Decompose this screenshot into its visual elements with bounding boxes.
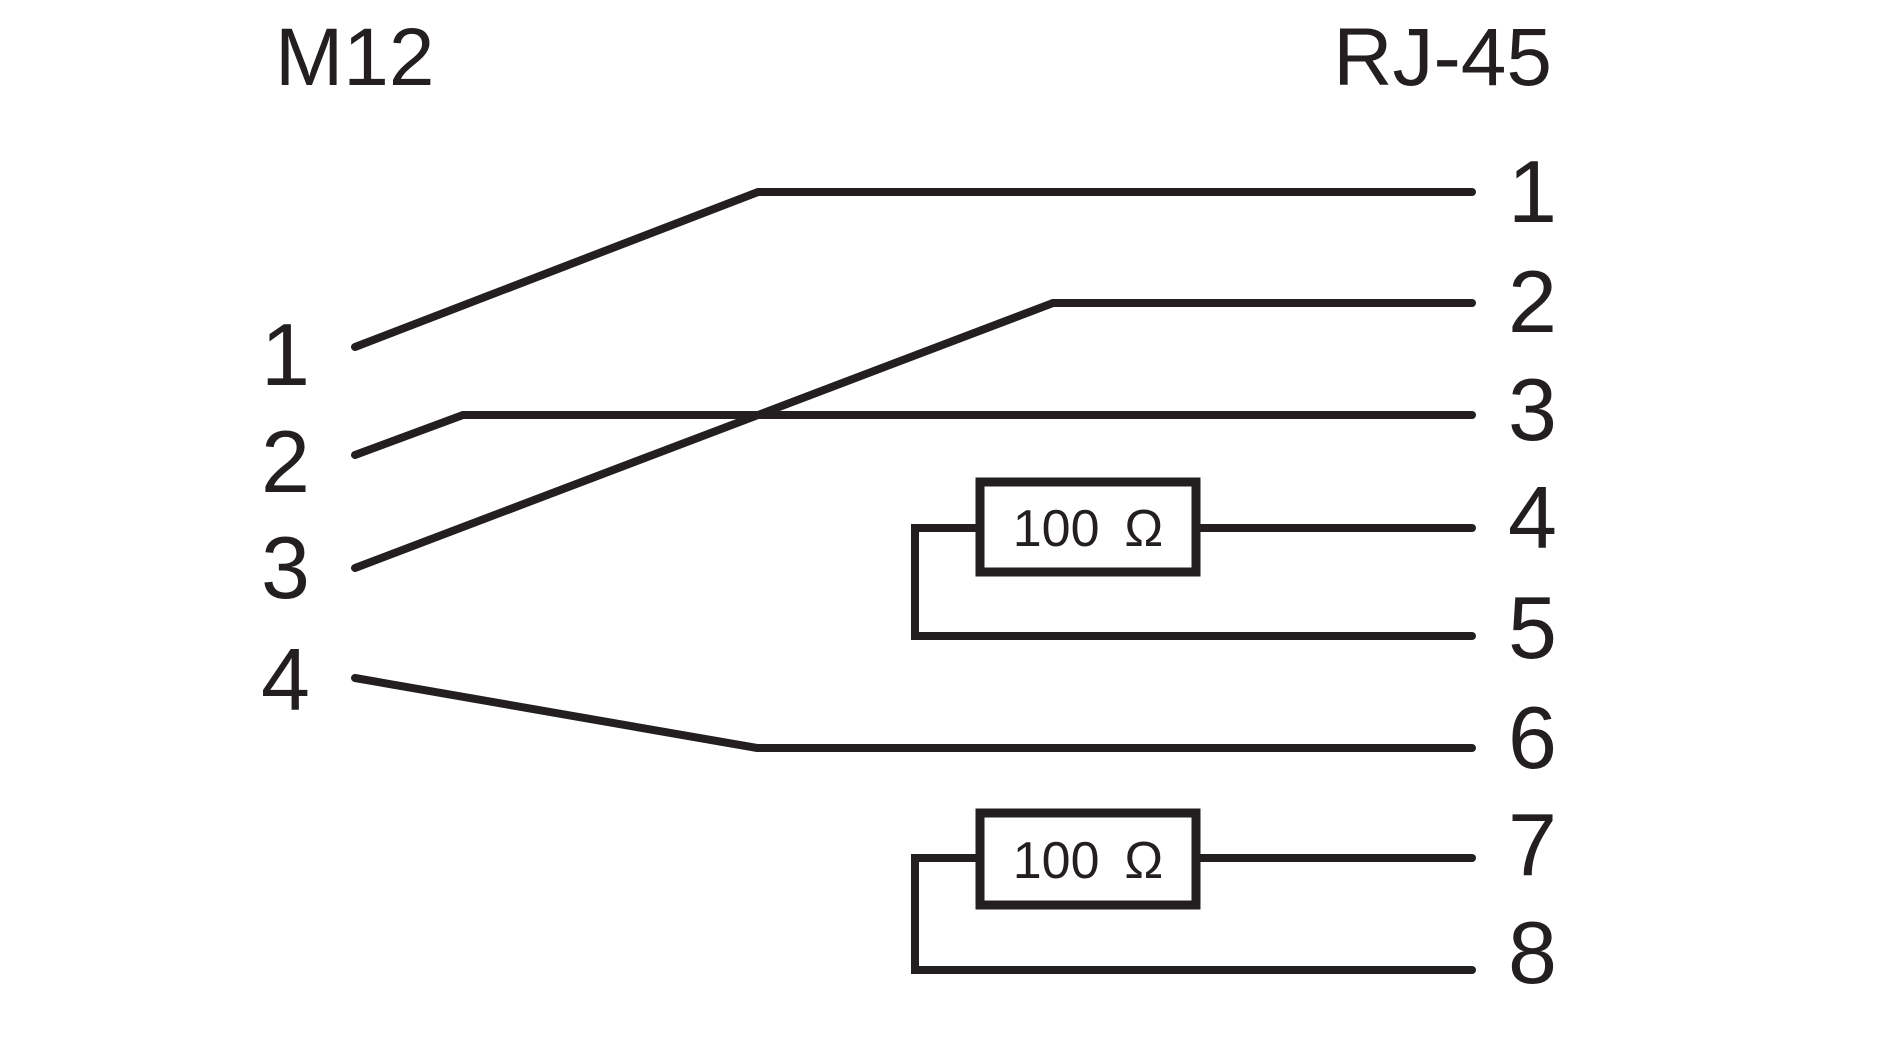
right-pin-label-4: 4	[1508, 468, 1557, 567]
resistor-top	[975, 477, 1201, 577]
right-pin-label-3: 3	[1508, 360, 1557, 459]
wire-resistor-top-to-rj45-5	[911, 524, 1476, 640]
wire-m12-3-to-rj45-2	[351, 299, 1476, 572]
right-pin-label-8: 8	[1508, 903, 1557, 1002]
left-pin-label-1: 1	[261, 305, 310, 404]
right-pin-label-2: 2	[1508, 252, 1557, 351]
right-pin-label-5: 5	[1508, 578, 1557, 677]
left-pin-label-2: 2	[261, 412, 310, 511]
wire-m12-2-to-rj45-3	[351, 411, 1476, 459]
left-pin-label-3: 3	[261, 518, 310, 617]
left-pin-label-4: 4	[261, 630, 310, 729]
wire-m12-1-to-rj45-1	[351, 188, 1476, 351]
right-pin-label-7: 7	[1508, 795, 1557, 894]
right-pin-label-6: 6	[1508, 688, 1557, 787]
right-pin-label-1: 1	[1508, 142, 1557, 241]
resistor-top-label: 100 Ω	[1013, 500, 1164, 558]
resistor-bottom	[975, 808, 1201, 910]
left-connector-title: M12	[275, 12, 435, 103]
wire-resistor-bottom-to-rj45-8	[911, 854, 1476, 974]
resistor-bottom-label: 100 Ω	[1013, 832, 1164, 890]
wire-m12-4-to-rj45-6	[351, 674, 1476, 752]
right-connector-title: RJ-45	[1333, 12, 1552, 103]
